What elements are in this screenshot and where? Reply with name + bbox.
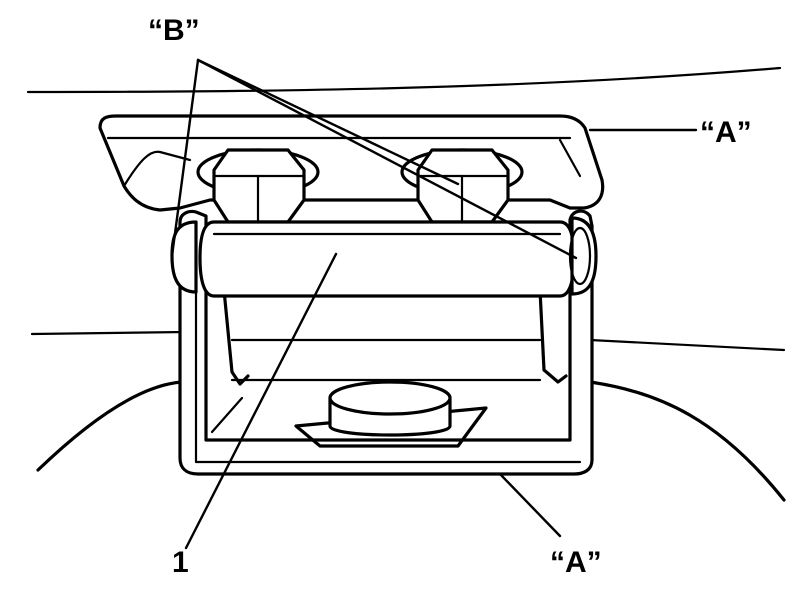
mounting-plate [98, 114, 605, 212]
hinge-pin [198, 220, 576, 298]
label-b: “B” [148, 14, 200, 47]
side-walls [222, 288, 568, 386]
label-part-1: 1 [172, 546, 189, 579]
label-a-bottom: “A” [550, 546, 602, 579]
nut-left [196, 148, 320, 224]
body-surface-lines [26, 66, 786, 502]
nut-right [400, 148, 524, 224]
label-a-right: “A” [700, 116, 752, 149]
leader-lines [170, 58, 698, 550]
hinge-frame [178, 209, 594, 476]
pin-end-right [568, 216, 598, 296]
stopper [328, 380, 452, 437]
